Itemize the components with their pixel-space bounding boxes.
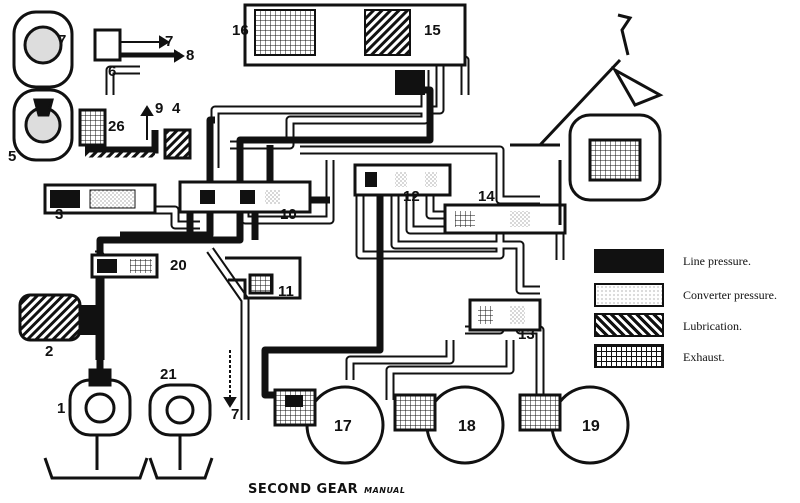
label-11: 11 — [278, 283, 294, 300]
label-5: 5 — [8, 148, 17, 165]
legend-lubrication: Lubrication. — [683, 319, 742, 333]
throttle-linkage — [510, 13, 664, 225]
label-19: 19 — [582, 418, 600, 435]
front-pump-1 — [68, 368, 132, 470]
label-7: 7 — [165, 33, 174, 50]
legend-swatch-exhaust — [594, 344, 664, 368]
valve-13 — [468, 298, 542, 332]
valve-26 — [78, 108, 107, 147]
label-8: 8 — [186, 47, 195, 64]
label-4: 4 — [172, 100, 181, 117]
rear-pump-21 — [148, 383, 212, 470]
label-1: 1 — [57, 400, 66, 417]
valve-11 — [225, 256, 302, 300]
label-9: 9 — [155, 100, 164, 117]
valve-20 — [90, 253, 159, 279]
label-26: 26 — [108, 118, 125, 135]
label-7-top: 7 — [58, 32, 67, 49]
line-pressure-passages — [96, 86, 434, 399]
label-14: 14 — [478, 188, 495, 205]
accumulator-2 — [18, 293, 102, 342]
arrows — [120, 35, 237, 408]
diagram-title: SECOND GEAR MANUAL — [248, 482, 405, 497]
label-6: 6 — [108, 63, 117, 80]
label-2: 2 — [45, 343, 54, 360]
valve-3 — [43, 183, 157, 215]
label-17: 17 — [334, 418, 352, 435]
label-15: 15 — [424, 22, 441, 39]
label-12: 12 — [403, 188, 420, 205]
title-text: SECOND GEAR — [248, 482, 359, 497]
label-10: 10 — [280, 206, 297, 223]
servo-17 — [273, 385, 385, 465]
subtitle-text: MANUAL — [364, 486, 406, 495]
legend-converter-pressure: Converter pressure. — [683, 288, 777, 302]
legend-swatch-converter-pressure — [594, 283, 664, 307]
valve-14 — [443, 203, 567, 235]
sumps — [43, 457, 214, 480]
label-20: 20 — [170, 257, 187, 274]
legend-exhaust: Exhaust. — [683, 350, 725, 364]
governor — [243, 3, 467, 95]
legend-swatch-line-pressure — [594, 249, 664, 273]
label-3: 3 — [55, 206, 64, 223]
valve-4 — [163, 128, 192, 160]
servo-19 — [518, 385, 630, 465]
valve-12 — [353, 163, 452, 197]
label-7-bottom: 7 — [231, 406, 240, 423]
label-13: 13 — [518, 326, 535, 343]
valve-10 — [178, 180, 312, 214]
label-18: 18 — [458, 418, 476, 435]
legend-line-pressure: Line pressure. — [683, 254, 751, 268]
legend-swatch-lubrication — [594, 313, 664, 337]
label-16: 16 — [232, 22, 249, 39]
valve-6 — [93, 28, 122, 62]
label-21: 21 — [160, 366, 177, 383]
converter — [12, 10, 74, 162]
servo-18 — [393, 385, 505, 465]
